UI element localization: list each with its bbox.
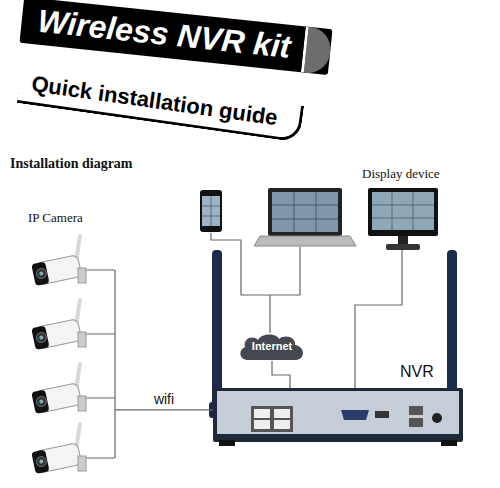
connector-line	[355, 250, 402, 388]
drawing-part	[268, 188, 342, 236]
banner-cap	[301, 27, 333, 76]
ip-camera	[31, 364, 86, 414]
display-device: Display device	[368, 188, 438, 250]
drawing-part	[341, 410, 369, 420]
drawing-part	[202, 196, 220, 226]
node-heading: NVR	[400, 362, 434, 381]
title-banner: Wireless NVR kit	[19, 0, 332, 75]
monitor-outline	[368, 188, 438, 250]
drawing-part	[212, 250, 222, 410]
drawing-part	[254, 409, 270, 418]
drawing-part	[254, 420, 270, 429]
ip-camera	[31, 236, 86, 286]
drawing-part	[217, 391, 459, 434]
drawing-part	[254, 236, 356, 246]
drawing-part	[447, 250, 457, 410]
subtitle-text: Quick installation guide	[29, 69, 279, 131]
title-text: Wireless NVR kit	[36, 2, 293, 66]
drawing-part	[409, 406, 423, 415]
drawing-part	[368, 188, 438, 236]
drawing-part	[386, 244, 420, 250]
subtitle-banner: Quick installation guide	[16, 66, 304, 142]
ip-camera	[31, 424, 86, 474]
drawing-part	[375, 411, 389, 418]
node-heading: Display device	[362, 166, 440, 182]
laptop	[254, 188, 356, 246]
drawing-part	[398, 236, 408, 244]
drawing-part	[441, 440, 457, 446]
drawing-part	[274, 409, 290, 418]
drawing-part	[219, 440, 235, 446]
node-heading: IP Camera	[28, 210, 83, 226]
internet-cloud: Internet	[238, 333, 306, 361]
drawing-part	[274, 420, 290, 429]
connector-line	[115, 409, 213, 410]
connector-line	[272, 361, 290, 388]
drawing-part	[409, 418, 423, 427]
ip-camera	[31, 300, 86, 350]
drawing-part	[272, 192, 338, 232]
edge-label: wifi	[152, 391, 176, 407]
camera-group: IP Camera	[22, 210, 115, 482]
camera-wiring	[86, 270, 115, 458]
drawing-part	[251, 406, 293, 432]
drawing-part	[240, 335, 303, 360]
drawing-part	[202, 196, 220, 226]
drawing-part	[372, 192, 434, 230]
drawing-part	[86, 270, 115, 458]
drawing-part	[213, 388, 463, 442]
drawing-part	[211, 233, 300, 333]
drawing-part	[372, 192, 434, 230]
drawing-part	[432, 413, 442, 423]
nvr-box: NVR	[213, 388, 463, 446]
network-lines	[211, 233, 300, 333]
drawing-part	[272, 192, 338, 232]
phone	[200, 190, 222, 232]
nvr-housing	[213, 388, 463, 446]
drawing-part	[200, 190, 222, 232]
cloud-label: Internet	[252, 340, 292, 353]
section-label: Installation diagram	[10, 156, 133, 172]
